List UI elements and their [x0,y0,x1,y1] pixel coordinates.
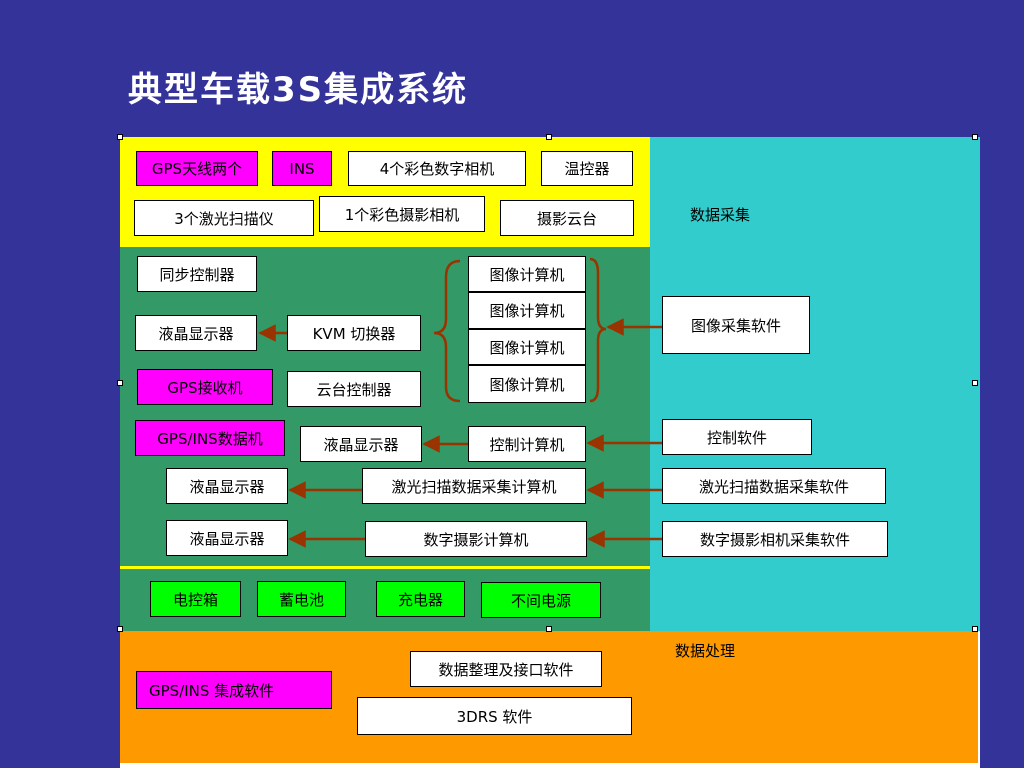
battery-box: 蓄电池 [257,581,346,617]
selection-handle[interactable] [117,134,123,140]
image-computer-3: 图像计算机 [468,329,586,365]
video-camera-box: 1个彩色摄影相机 [319,196,485,232]
gps-ins-recorder-box: GPS/INS数据机 [135,420,285,456]
photo-computer-box: 数字摄影计算机 [365,521,587,557]
left-brace [433,259,461,403]
thermostat-box: 温控器 [541,151,633,186]
color-cameras-box: 4个彩色数字相机 [348,151,526,186]
lcd-box-4: 液晶显示器 [166,520,288,556]
control-computer-box: 控制计算机 [468,426,586,462]
ups-box: 不间电源 [481,582,601,618]
data-processing-label: 数据处理 [675,642,736,660]
ins-box: INS [272,151,332,186]
image-computer-2: 图像计算机 [468,292,586,329]
pan-tilt-controller-box: 云台控制器 [287,371,421,407]
charger-box: 充电器 [376,581,465,617]
kvm-switch-box: KVM 切换器 [287,315,421,351]
photo-acquisition-software-box: 数字摄影相机采集软件 [662,521,888,557]
selection-handle[interactable] [972,134,978,140]
image-acquisition-software-box: 图像采集软件 [662,296,810,354]
pan-tilt-box: 摄影云台 [500,200,634,236]
connector-arrows [258,257,662,548]
gps-ins-software-box: GPS/INS 集成软件 [136,671,332,709]
control-software-box: 控制软件 [662,419,812,455]
laser-acquisition-software-box: 激光扫描数据采集软件 [662,468,886,504]
3drs-software-box: 3DRS 软件 [357,697,632,735]
image-computer-4: 图像计算机 [468,365,586,403]
sync-controller-box: 同步控制器 [137,256,257,292]
selection-handle[interactable] [972,626,978,632]
lcd-box-2: 液晶显示器 [300,426,422,462]
laser-computer-box: 激光扫描数据采集计算机 [362,468,586,504]
selection-handle[interactable] [546,626,552,632]
selection-handle[interactable] [117,380,123,386]
right-brace [589,257,607,403]
selection-handle[interactable] [972,380,978,386]
yellow-divider [120,566,650,569]
selection-handle[interactable] [546,134,552,140]
image-computer-1: 图像计算机 [468,256,586,292]
control-box: 电控箱 [150,581,241,617]
laser-scanners-box: 3个激光扫描仪 [134,200,314,236]
data-acquisition-label: 数据采集 [690,206,751,224]
selection-handle[interactable] [117,626,123,632]
lcd-box-3: 液晶显示器 [166,468,288,504]
data-interface-software-box: 数据整理及接口软件 [410,651,602,687]
page-title: 典型车载3S集成系统 [128,70,469,110]
lcd-box-1: 液晶显示器 [135,315,257,351]
gps-antenna-box: GPS天线两个 [136,151,258,186]
gps-receiver-box: GPS接收机 [137,369,273,405]
system-diagram: 数据采集 数据处理 GPS天线两个 INS 4个彩色数字相机 温控器 3个激光扫… [117,134,980,768]
